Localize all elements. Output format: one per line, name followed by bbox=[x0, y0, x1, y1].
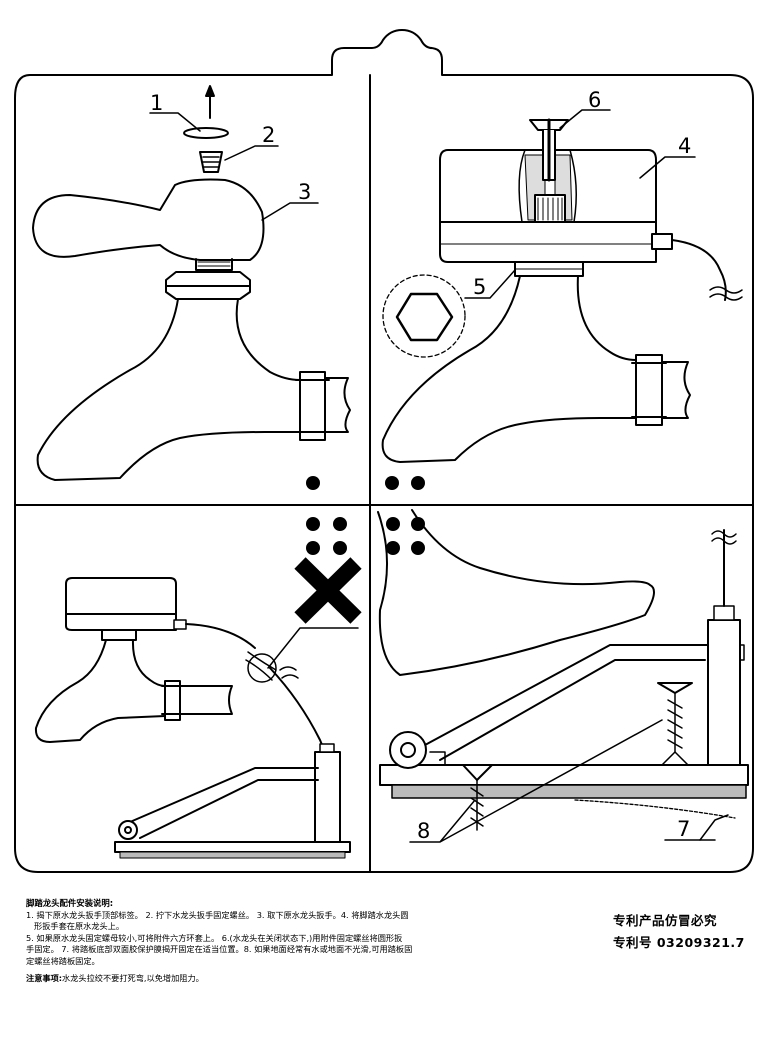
panel-step-4: 7 8 bbox=[377, 509, 749, 843]
notes-line-4: 手固定。 7. 将踏板底部双面胶保护膜揭开固定在适当位置。8. 如果地面经常有水… bbox=[26, 944, 413, 955]
patent-line-1: 专利产品仿冒必究 bbox=[613, 913, 718, 928]
valve-stem-3 bbox=[101, 629, 137, 641]
water-pipe-2 bbox=[661, 361, 691, 419]
valve-stem bbox=[195, 258, 233, 271]
hex-ring-detail bbox=[382, 274, 466, 358]
wire-connector bbox=[651, 233, 673, 250]
callout-3: 3 bbox=[298, 180, 311, 204]
pull-wire-3 bbox=[185, 623, 326, 753]
faucet-body-2 bbox=[381, 275, 637, 463]
installation-notes: 脚踏龙头配件安装说明: 1. 揭下原水龙头扳手顶部标签。 2. 拧下水龙头扳手固… bbox=[26, 898, 586, 984]
callout-4: 4 bbox=[678, 134, 691, 158]
step-dots bbox=[386, 517, 425, 555]
notes-title: 脚踏龙头配件安装说明: bbox=[26, 898, 114, 908]
notes-line-2: 形扳手套在原水龙头上。 bbox=[34, 921, 125, 932]
pedal-post bbox=[707, 619, 741, 766]
callout-7: 7 bbox=[677, 817, 690, 841]
installation-diagram: 1 2 3 6 bbox=[14, 29, 754, 873]
fixing-screw-6 bbox=[529, 118, 569, 223]
callout-6: 6 bbox=[588, 88, 601, 112]
foot-valve-box-3 bbox=[65, 577, 177, 615]
pedal-base-3 bbox=[114, 841, 351, 853]
callout-5: 5 bbox=[473, 275, 486, 299]
pull-wire bbox=[671, 239, 727, 301]
foot-valve-base-3 bbox=[65, 613, 177, 631]
pedal-3 bbox=[129, 767, 319, 839]
panel-step-2: 6 4 5 bbox=[381, 88, 743, 490]
hinge bbox=[389, 731, 427, 769]
foot-outline bbox=[377, 509, 655, 676]
hexagon-icon bbox=[395, 292, 454, 342]
pipe-nut-2 bbox=[635, 354, 663, 426]
pedal-post-3 bbox=[314, 751, 341, 851]
warning-label: 注意事项: bbox=[26, 972, 63, 983]
faucet-body bbox=[36, 298, 301, 481]
foot-valve-base bbox=[439, 221, 657, 263]
notes-line-5: 定螺丝将踏板固定。 bbox=[26, 955, 100, 966]
callout-2: 2 bbox=[262, 123, 275, 147]
callout-1: 1 bbox=[150, 91, 163, 115]
pedal-arm bbox=[424, 644, 711, 761]
fixing-screw bbox=[199, 151, 223, 173]
cutaway-section bbox=[518, 149, 577, 223]
faucet-body-3 bbox=[34, 639, 166, 743]
patent-number: 专利号 03209321.7 bbox=[613, 935, 745, 950]
pedal-base bbox=[379, 764, 749, 786]
notes-line-3: 5. 如果原水龙头固定螺母较小,可将附件六方环套上。 6.(水龙头在关闭状态下,… bbox=[26, 932, 403, 943]
round-handle bbox=[32, 178, 265, 261]
panel-step-1: 1 2 3 bbox=[32, 85, 351, 490]
step-dots bbox=[306, 517, 347, 555]
step-dots bbox=[385, 476, 425, 490]
notes-line-1: 1. 揭下原水龙头扳手顶部标签。 2. 拧下水龙头扳手固定螺丝。 3. 取下原水… bbox=[26, 909, 409, 920]
fixing-screw-8b bbox=[657, 682, 693, 766]
notes-warning: 注意事项:水龙头拉绞不要打死弯,以免增加阻力。 bbox=[26, 973, 586, 985]
cross-mark-icon bbox=[294, 557, 362, 624]
callout-8: 8 bbox=[417, 819, 430, 843]
patent-notice: 专利产品仿冒必究 专利号 03209321.7 bbox=[613, 910, 745, 954]
pipe-nut bbox=[299, 371, 326, 441]
kink-detail bbox=[247, 653, 277, 683]
step-dots bbox=[306, 476, 320, 490]
handle-cap-label bbox=[183, 127, 229, 139]
package-outline bbox=[14, 29, 754, 873]
warning-text: 水龙头拉绞不要打死弯,以免增加阻力。 bbox=[62, 972, 204, 983]
up-arrow-icon bbox=[205, 85, 215, 119]
water-pipe bbox=[324, 377, 351, 433]
panel-step-3 bbox=[34, 517, 362, 859]
